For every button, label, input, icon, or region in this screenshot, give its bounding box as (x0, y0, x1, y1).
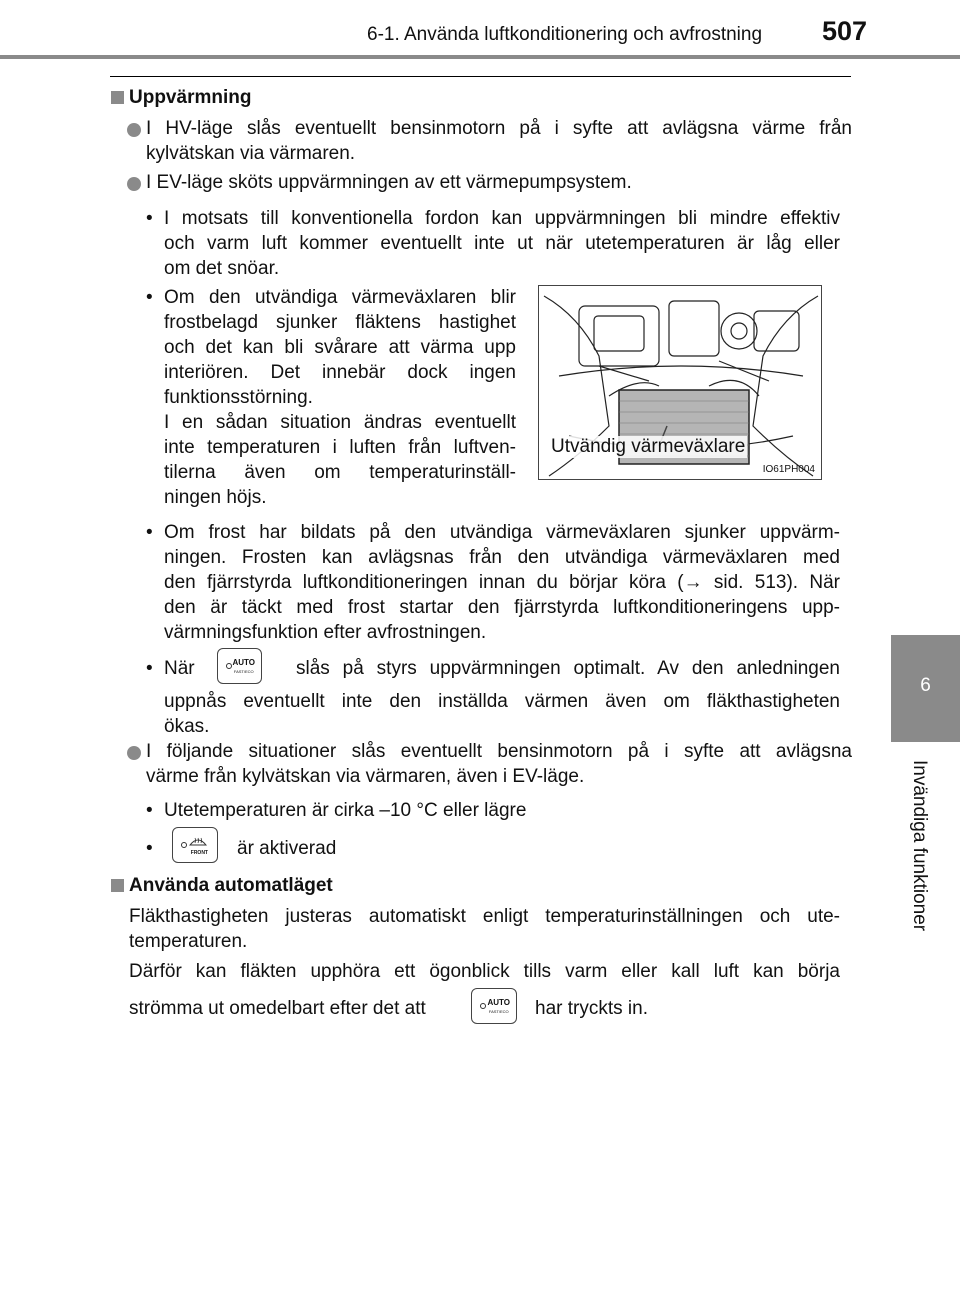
list-item-line: I en sådan situation ändras eventuellt (164, 412, 516, 433)
list-item-line: tilerna även om temperaturinställ- (164, 462, 516, 483)
list-item-line: funktionsstörning. (164, 387, 313, 408)
list-item-line: och det kan bli svårare att värma upp (164, 337, 516, 358)
paragraph-line: temperaturen. (129, 931, 248, 952)
list-item-line: den är täckt med frost startar den fjärr… (164, 597, 840, 618)
list-item-line: ökas. (164, 716, 210, 737)
list-item-line: den fjärrstyrda luftkonditioneringen inn… (164, 572, 840, 593)
list-item-line: ningen höjs. (164, 487, 267, 508)
circle-bullet-icon (127, 746, 141, 760)
square-bullet-icon (111, 91, 124, 104)
dash-bullet-icon: • (146, 838, 153, 859)
list-item-line: I motsats till konventionella fordon kan… (164, 208, 840, 229)
list-item-line: Utetemperaturen är cirka –10 °C eller lä… (164, 800, 527, 821)
indicator-light-icon (480, 1003, 486, 1009)
engine-bay-figure: Utvändig värmeväxlare IO61PH004 (538, 285, 822, 480)
dash-bullet-icon: • (146, 287, 153, 308)
auto-label: AUTO (487, 998, 510, 1007)
figure-code: IO61PH004 (762, 464, 815, 475)
figure-caption: Utvändig värmeväxlare (549, 436, 748, 458)
list-item-line: Om frost har bildats på den utvändiga vä… (164, 522, 840, 543)
list-item-line: är aktiverad (237, 838, 337, 859)
paragraph-line: I följande situationer slås eventuellt b… (146, 741, 852, 762)
dash-bullet-icon: • (146, 522, 153, 543)
list-item-line: frostbelagd sjunker fläktens hastighet (164, 312, 516, 333)
windshield-defrost-icon (189, 837, 207, 846)
list-item-line: interiören. Det innebär dock ingen (164, 362, 516, 383)
header-rule (0, 55, 960, 59)
auto-button-icon: AUTO FAST/ECO (217, 648, 262, 684)
page-number: 507 (822, 16, 868, 46)
list-item-line: inte temperaturen i luften från luftven- (164, 437, 516, 458)
auto-sub-label: FAST/ECO (233, 669, 254, 674)
indicator-light-icon (181, 842, 187, 848)
list-item-line: slås på styrs uppvärmningen optimalt. Av… (296, 658, 840, 679)
section-heading-automatlage: Använda automatläget (129, 875, 333, 896)
paragraph-line: kylvätskan via värmaren. (146, 143, 356, 164)
list-item-line: om det snöar. (164, 258, 280, 279)
dash-bullet-icon: • (146, 800, 153, 821)
list-item-line: värmningsfunktion efter avfrostningen. (164, 622, 487, 643)
chapter-tab: 6 (891, 635, 960, 742)
paragraph-line: Därför kan fläkten upphöra ett ögonblick… (129, 961, 840, 982)
section-heading-uppvarmning: Uppvärmning (129, 87, 252, 108)
list-item-line: ningen. Frosten kan avlägsnas från den u… (164, 547, 840, 568)
list-item-line: Om den utvändiga värmeväxlaren blir (164, 287, 516, 308)
paragraph-line: strömma ut omedelbart efter det att (129, 998, 426, 1019)
circle-bullet-icon (127, 123, 141, 137)
auto-label: AUTO (232, 658, 255, 667)
dash-bullet-icon: • (146, 208, 153, 229)
auto-button-icon: AUTO FAST/ECO (471, 988, 517, 1024)
list-item-line: och varm luft kommer eventuellt inte ut … (164, 233, 840, 254)
square-bullet-icon (111, 879, 124, 892)
paragraph-line: I HV-läge slås eventuellt bensinmotorn p… (146, 118, 852, 139)
paragraph-line: värme från kylvätskan via värmaren, även… (146, 766, 585, 787)
paragraph-line: har tryckts in. (535, 998, 648, 1019)
front-label: FRONT (190, 850, 208, 856)
front-defroster-button-icon: FRONT (172, 827, 218, 863)
indicator-light-icon (226, 663, 232, 669)
dash-bullet-icon: • (146, 658, 153, 679)
paragraph-line: Fläkthastigheten justeras automatiskt en… (129, 906, 840, 927)
auto-sub-label: FAST/ECO (488, 1009, 509, 1014)
paragraph-line: I EV-läge sköts uppvärmningen av ett vär… (146, 172, 632, 193)
section-rule (110, 76, 851, 77)
chapter-label: Invändiga funktioner (909, 760, 930, 932)
list-item-line: uppnås eventuellt inte den inställda vär… (164, 691, 840, 712)
running-header-title: 6-1. Använda luftkonditionering och avfr… (367, 24, 763, 45)
circle-bullet-icon (127, 177, 141, 191)
list-item-text: När (164, 658, 195, 679)
